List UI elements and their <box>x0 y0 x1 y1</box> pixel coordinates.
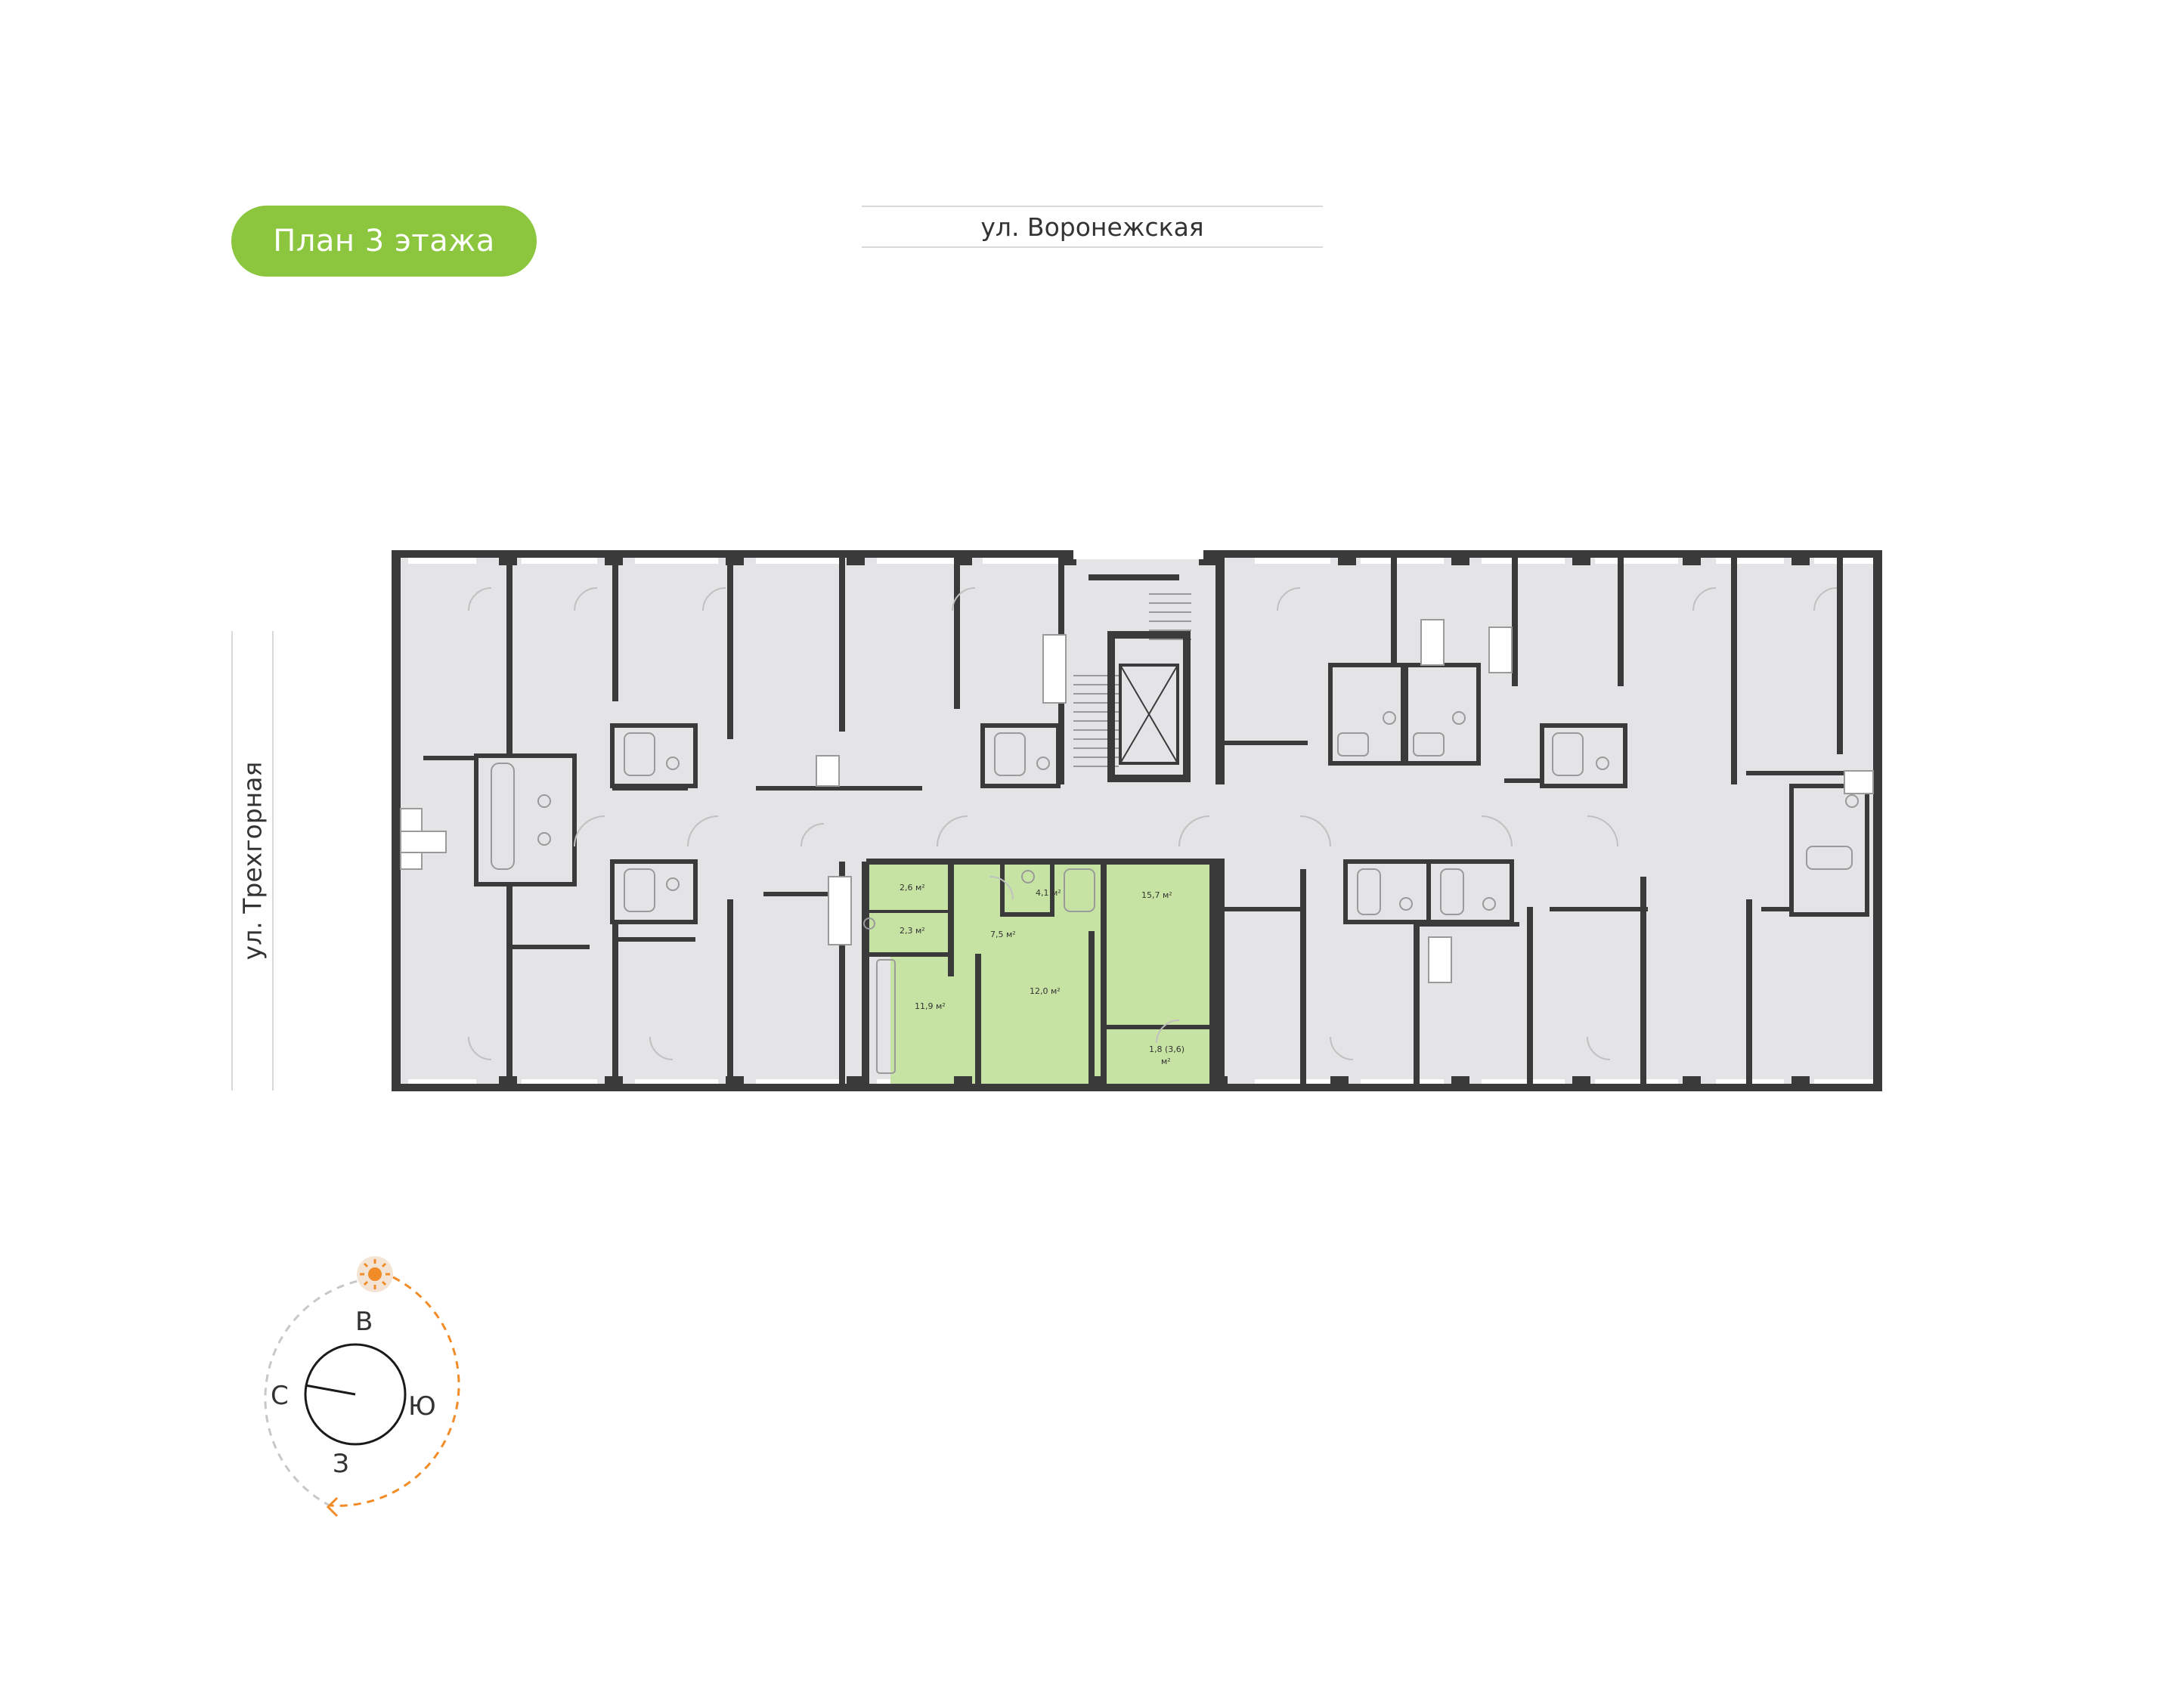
compass-west: З <box>333 1449 349 1479</box>
room-area-bath: 4,1 м² <box>1036 888 1061 898</box>
compass-path-sun <box>329 1276 460 1507</box>
compass-needle <box>305 1384 356 1396</box>
kitchen-counters <box>400 619 1874 983</box>
room-area-loggia-unit: м² <box>1161 1057 1171 1066</box>
room-area-storage: 2,6 м² <box>900 883 925 893</box>
street-label-top: ул. Воронежская <box>862 206 1323 248</box>
room-area-hall: 7,5 м² <box>990 930 1016 939</box>
sun-icon <box>357 1256 393 1292</box>
room-area-living: 15,7 м² <box>1141 890 1172 900</box>
stair-core <box>1073 550 1203 786</box>
street-label-left: ул. Трехгорная <box>231 631 274 1091</box>
compass-east: В <box>355 1307 373 1337</box>
door-swings <box>468 587 1838 1060</box>
room-area-kitchen: 11,9 м² <box>915 1001 946 1011</box>
street-name-voronezhskaya: ул. Воронежская <box>980 212 1204 242</box>
floor-badge: План 3 этажа <box>231 206 537 277</box>
compass-north: С <box>271 1381 289 1411</box>
apartment-highlight <box>866 863 1225 1085</box>
compass-arrow-icon <box>326 1496 339 1518</box>
compass-path-shadow <box>264 1277 371 1507</box>
plumbing-fixtures <box>491 711 1859 1074</box>
compass: С В Ю З <box>264 1256 460 1518</box>
room-area-wc: 2,3 м² <box>900 926 925 936</box>
room-area-loggia: 1,8 (3,6) <box>1149 1044 1184 1054</box>
compass-south: Ю <box>408 1391 436 1422</box>
room-area-bedroom: 12,0 м² <box>1030 986 1061 996</box>
